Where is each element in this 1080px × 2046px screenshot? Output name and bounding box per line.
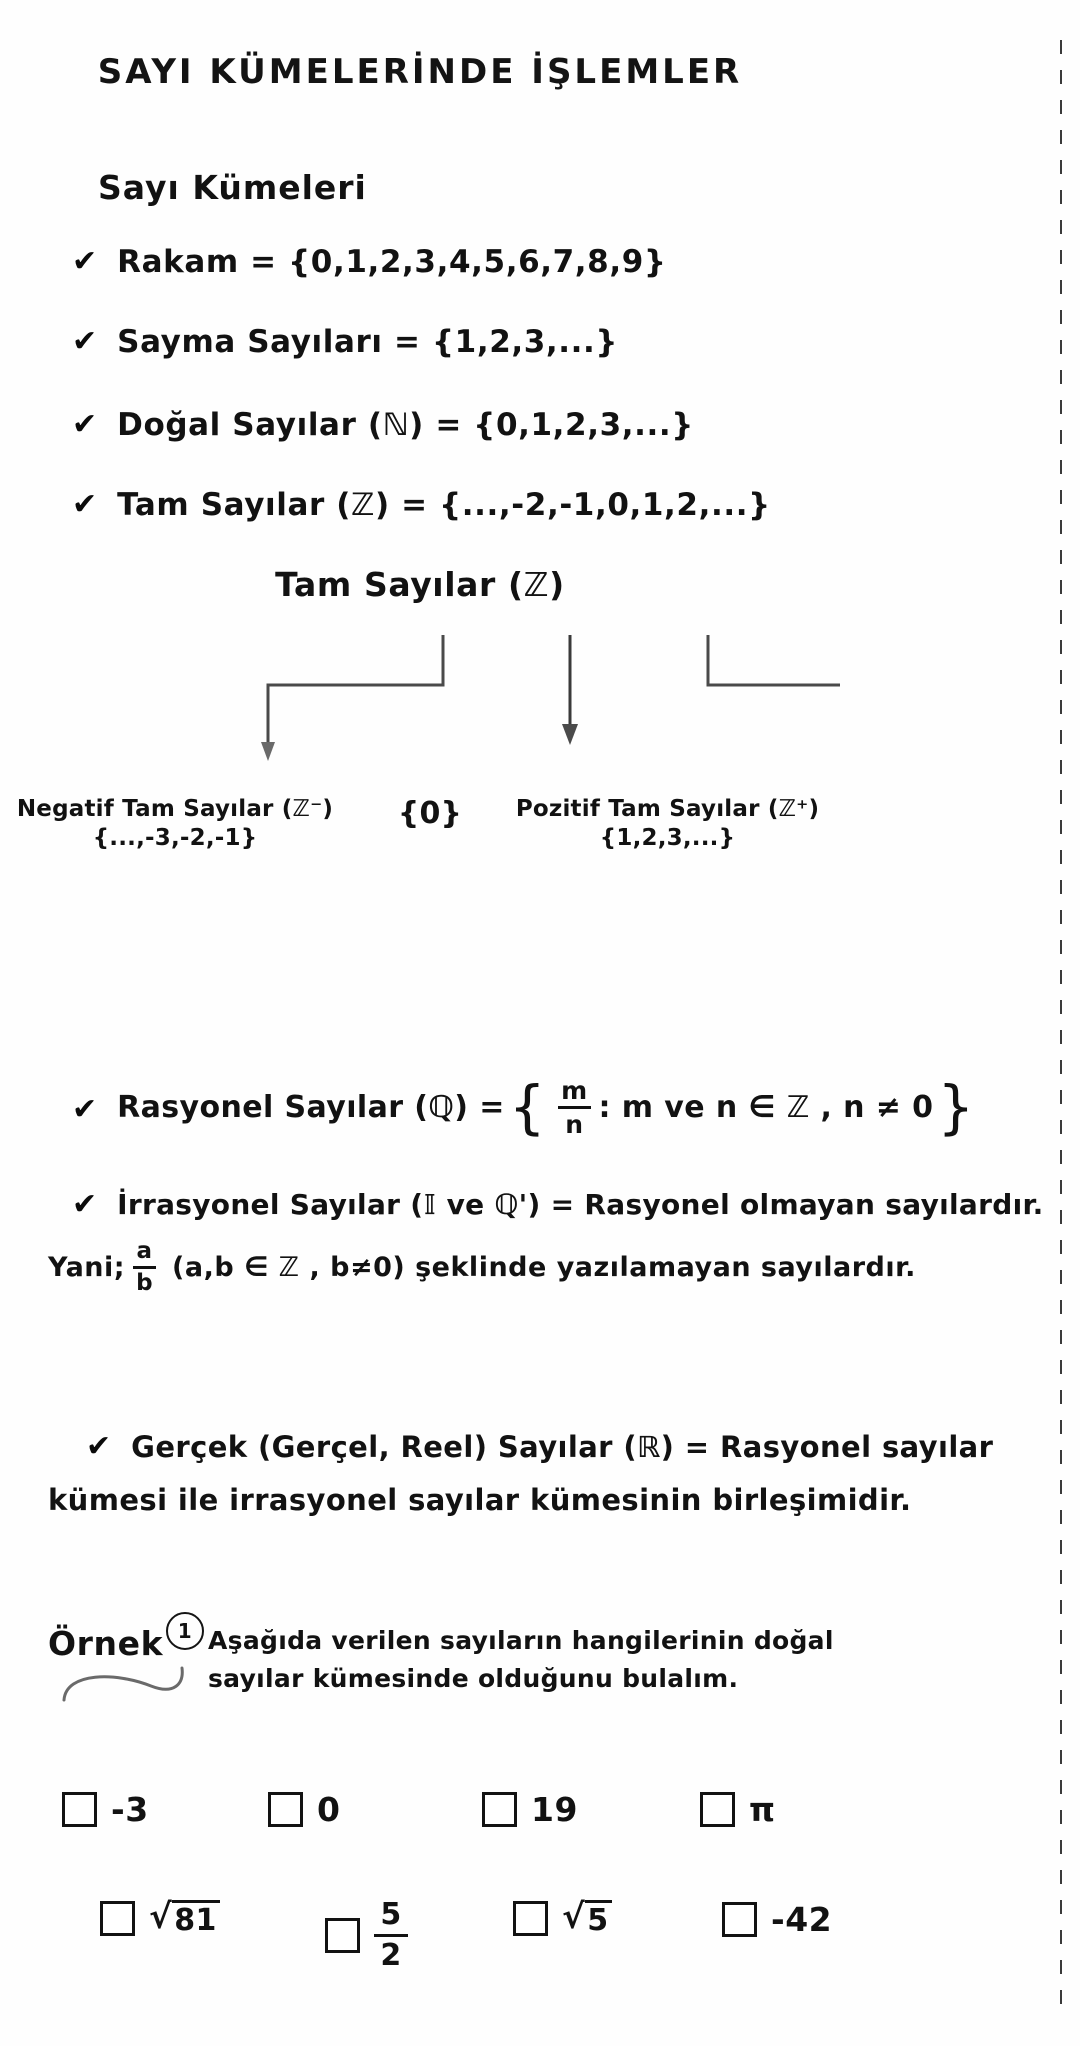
real-definition-row: ✔ Gerçek (Gerçel, Reel) Sayılar (ℝ) = Ra…: [86, 1430, 993, 1464]
tree-root-label: Tam Sayılar (ℤ): [275, 565, 565, 604]
checkbox-icon[interactable]: [325, 1918, 360, 1953]
radicand: 81: [172, 1900, 220, 1937]
rational-definition-row: ✔ Rasyonel Sayılar (ℚ) = { m n : m ve n …: [72, 1072, 979, 1141]
choice-option[interactable]: √ 81: [100, 1900, 220, 1937]
checkbox-icon[interactable]: [513, 1901, 548, 1936]
choice-option[interactable]: √ 5: [513, 1900, 612, 1937]
fraction-denominator: 2: [380, 1938, 402, 1973]
list-item: ✔ Tam Sayılar (ℤ) = {...,-2,-1,0,1,2,...…: [72, 488, 771, 522]
set-definition-dogal: Doğal Sayılar (ℕ) = {0,1,2,3,...}: [117, 407, 694, 443]
list-item: ✔ Doğal Sayılar (ℕ) = {0,1,2,3,...}: [72, 408, 694, 442]
branch-negative-integers: Negatif Tam Sayılar (ℤ⁻) {...,-3,-2,-1}: [10, 795, 340, 854]
section-heading: Sayı Kümeleri: [98, 168, 367, 207]
choice-option[interactable]: -3: [62, 1790, 149, 1829]
fraction-a-over-b: a b: [133, 1238, 157, 1296]
example-question: Aşağıda verilen sayıların hangilerinin d…: [208, 1626, 834, 1693]
tree-connector-lines: [261, 635, 840, 761]
checkbox-icon[interactable]: [100, 1901, 135, 1936]
worksheet-content: SAYI KÜMELERİNDE İŞLEMLER Sayı Kümeleri …: [0, 52, 1043, 2010]
choice-label: 0: [317, 1790, 341, 1829]
choice-option[interactable]: 19: [482, 1790, 578, 1829]
fraction-numerator: 5: [380, 1897, 402, 1932]
check-icon: ✔: [72, 1187, 98, 1222]
check-icon: ✔: [72, 407, 98, 442]
check-icon: ✔: [86, 1429, 112, 1464]
fraction-numerator: m: [561, 1076, 588, 1105]
tree-branch-labels: Negatif Tam Sayılar (ℤ⁻) {...,-3,-2,-1} …: [0, 795, 840, 905]
set-definition-tam: Tam Sayılar (ℤ) = {...,-2,-1,0,1,2,...}: [117, 487, 771, 523]
fraction-bar: [133, 1266, 157, 1269]
check-icon: ✔: [72, 1091, 98, 1127]
list-item: ✔ Rakam = {0,1,2,3,4,5,6,7,8,9}: [72, 245, 667, 279]
fraction-bar: [374, 1934, 408, 1937]
square-root-icon: √ 81: [149, 1900, 220, 1937]
set-definition-sayma: Sayma Sayıları = {1,2,3,...}: [117, 324, 619, 360]
choice-row-second: √ 81 5 2: [0, 1900, 840, 2010]
branch-title: Pozitif Tam Sayılar (ℤ⁺): [515, 796, 820, 822]
checkbox-icon[interactable]: [268, 1792, 303, 1827]
choice-label: π: [749, 1790, 776, 1829]
checkbox-icon[interactable]: [62, 1792, 97, 1827]
choice-option[interactable]: 5 2: [325, 1900, 408, 1971]
real-definition-line2: kümesi ile irrasyonel sayılar kümesinin …: [48, 1483, 912, 1517]
checkbox-icon[interactable]: [700, 1792, 735, 1827]
fraction-bar: [558, 1106, 591, 1109]
choice-row-first: -3 0 19 π: [0, 1790, 840, 1900]
irrational-explanation-suffix: (a,b ∈ ℤ , b≠0) şeklinde yazılamayan say…: [172, 1252, 916, 1283]
choice-label: √ 81: [149, 1900, 220, 1937]
rational-condition: : m ve n ∈ ℤ , n ≠ 0: [598, 1090, 934, 1125]
real-definition-line1: Gerçek (Gerçel, Reel) Sayılar (ℝ) = Rasy…: [131, 1430, 994, 1464]
rational-lead: Rasyonel Sayılar (ℚ) =: [117, 1090, 505, 1125]
branch-set: {1,2,3,...}: [599, 825, 736, 852]
checkbox-icon[interactable]: [722, 1902, 757, 1937]
fraction-five-over-two: 5 2: [374, 1900, 408, 1971]
choice-label: √ 5: [562, 1900, 612, 1937]
irrational-definition: İrrasyonel Sayılar (𝕀 ve ℚ') = Rasyonel …: [117, 1188, 1044, 1221]
notebook-perforation: [1060, 40, 1062, 2006]
branch-title: {0}: [397, 796, 463, 831]
integer-tree-diagram: Tam Sayılar (ℤ): [0, 565, 840, 805]
choice-option[interactable]: 0: [268, 1790, 340, 1829]
fraction-denominator: b: [136, 1270, 154, 1296]
set-definition-rakam: Rakam = {0,1,2,3,4,5,6,7,8,9}: [117, 244, 667, 280]
branch-positive-integers: Pozitif Tam Sayılar (ℤ⁺) {1,2,3,...}: [500, 795, 835, 854]
choice-label: -3: [111, 1790, 149, 1829]
example-label: Örnek: [48, 1624, 164, 1663]
radical-sign: √: [149, 1897, 173, 1937]
rational-definition: Rasyonel Sayılar (ℚ) = { m n : m ve n ∈ …: [117, 1072, 975, 1141]
choice-option[interactable]: π: [700, 1790, 776, 1829]
check-icon: ✔: [72, 244, 98, 279]
choice-label: 19: [531, 1790, 578, 1829]
example-number-badge: 1: [166, 1612, 204, 1650]
checkbox-icon[interactable]: [482, 1792, 517, 1827]
choice-label: -42: [771, 1900, 833, 1939]
square-root-icon: √ 5: [562, 1900, 612, 1937]
example-block: Örnek 1 Aşağıda verilen sayıların hangil…: [48, 1612, 838, 1732]
branch-zero: {0}: [355, 795, 505, 833]
irrational-explanation-prefix: Yani;: [48, 1252, 126, 1283]
choice-label: 5 2: [374, 1900, 408, 1971]
check-icon: ✔: [72, 487, 98, 522]
branch-title: Negatif Tam Sayılar (ℤ⁻): [16, 796, 334, 822]
irrational-explanation-row: Yani; a b (a,b ∈ ℤ , b≠0) şeklinde yazıl…: [48, 1240, 916, 1295]
fraction-m-over-n: m n: [558, 1076, 591, 1139]
radical-sign: √: [562, 1897, 586, 1937]
irrational-definition-row: ✔ İrrasyonel Sayılar (𝕀 ve ℚ') = Rasyone…: [72, 1188, 1044, 1221]
radicand: 5: [585, 1900, 612, 1937]
branch-set: {...,-3,-2,-1}: [92, 825, 258, 852]
fraction-denominator: n: [565, 1110, 584, 1139]
page-title: SAYI KÜMELERİNDE İŞLEMLER: [97, 52, 743, 92]
list-item: ✔ Sayma Sayıları = {1,2,3,...}: [72, 325, 618, 359]
choice-option[interactable]: -42: [722, 1900, 832, 1939]
check-icon: ✔: [72, 324, 98, 359]
fraction-numerator: a: [136, 1238, 153, 1264]
